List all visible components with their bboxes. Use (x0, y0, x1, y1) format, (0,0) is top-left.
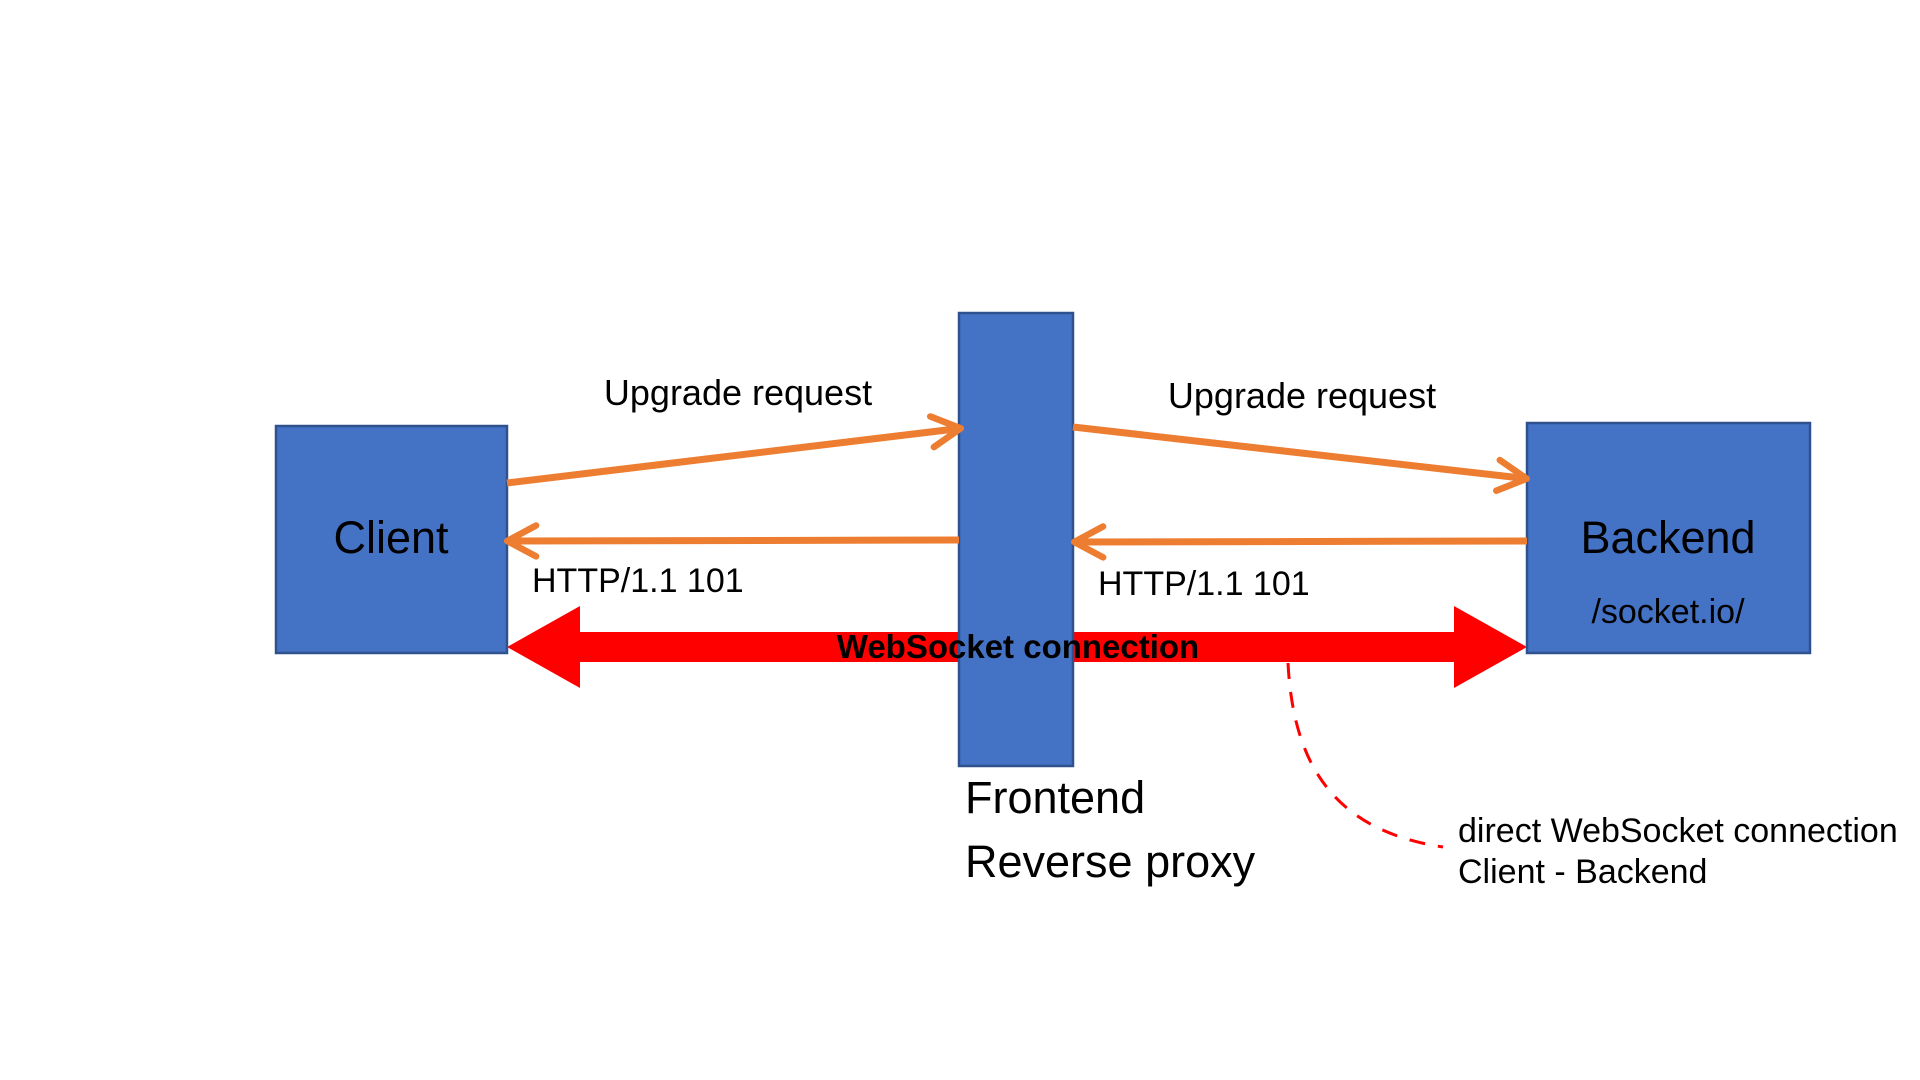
http-101-arrow-backend-to-proxy (1070, 523, 1528, 561)
backend-node-label: Backend (1580, 512, 1755, 563)
upgrade-request-left-label: Upgrade request (604, 372, 872, 413)
http-101-arrow-proxy-to-client (503, 522, 960, 560)
backend-node (1525, 421, 1812, 655)
client-node-label: Client (333, 512, 449, 563)
http-101-left-label: HTTP/1.1 101 (532, 562, 744, 600)
upgrade-request-arrow-proxy-to-backend (1072, 423, 1531, 494)
upgrade-request-right-label: Upgrade request (1168, 375, 1436, 416)
http-101-right-label: HTTP/1.1 101 (1098, 565, 1310, 603)
proxy-caption-line2: Reverse proxy (965, 836, 1256, 887)
proxy-caption-line1: Frontend (965, 772, 1145, 823)
client-node (274, 424, 509, 655)
websocket-connection-label: WebSocket connection (837, 628, 1199, 665)
annotation-callout-curve (1286, 662, 1444, 849)
reverse-proxy-node (957, 311, 1075, 768)
annotation-line2: Client - Backend (1458, 853, 1707, 891)
annotation-line1: direct WebSocket connection (1458, 812, 1898, 850)
upgrade-request-arrow-client-to-proxy (506, 413, 965, 487)
backend-socketio-label: /socket.io/ (1591, 593, 1745, 631)
